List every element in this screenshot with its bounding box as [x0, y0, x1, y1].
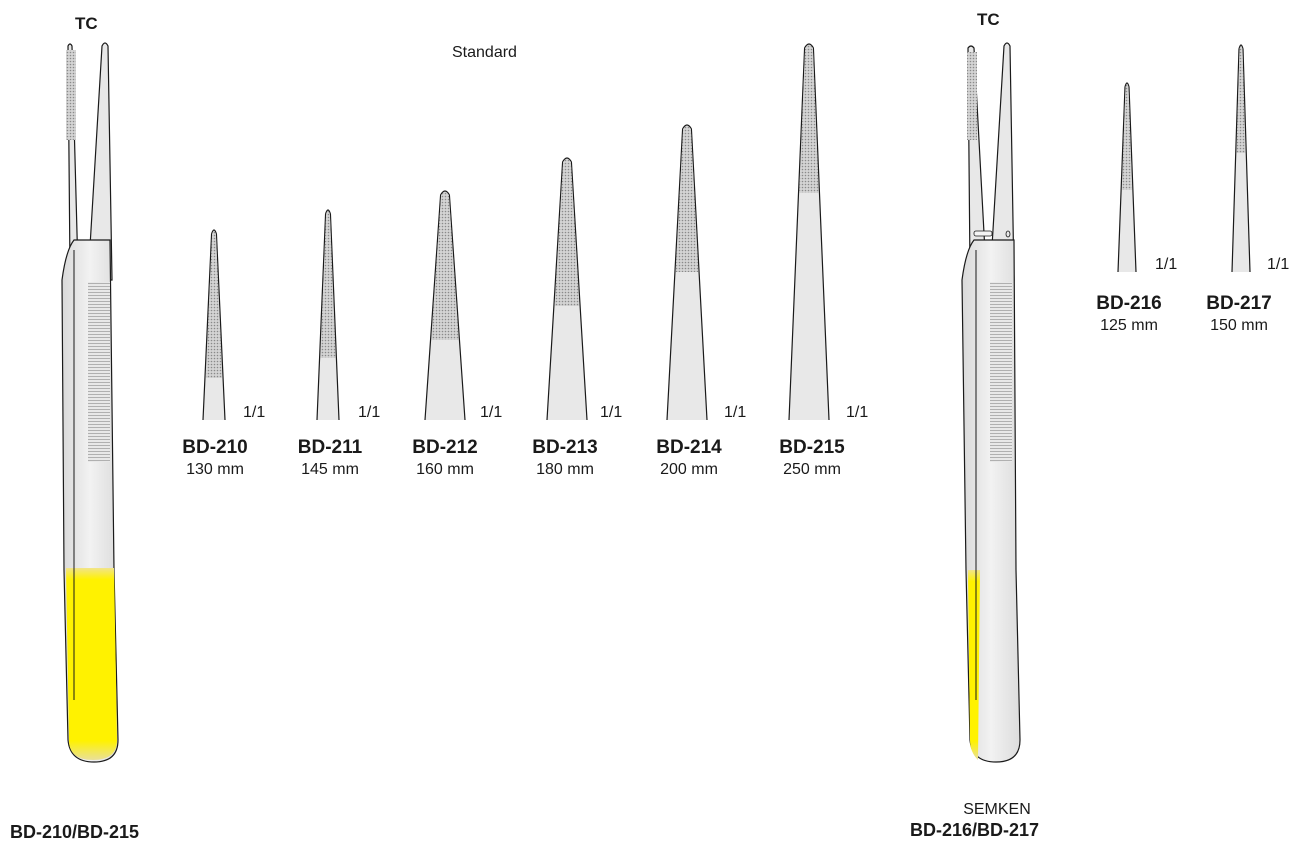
tip-scale-bd-216: 1/1: [1155, 256, 1178, 273]
tip-serration: [1236, 46, 1246, 153]
group-code-right: BD-216/BD-217: [910, 820, 1040, 840]
tip-bd-212: [424, 190, 466, 421]
tip-size-bd-215: 250 mm: [783, 461, 841, 478]
tip-serration: [320, 211, 336, 358]
tip-body: [788, 43, 830, 421]
tip-bd-210: [202, 229, 226, 421]
tip-code-bd-211: BD-211: [297, 437, 363, 458]
tc-label-left: TC: [75, 14, 98, 33]
tip-size-bd-216: 125 mm: [1100, 317, 1158, 334]
tip-serration: [799, 45, 819, 193]
type-label-standard: Standard: [452, 44, 517, 61]
tip-size-bd-217: 150 mm: [1210, 317, 1268, 334]
tip-code-bd-215: BD-215: [779, 437, 845, 458]
tip-size-bd-214: 200 mm: [660, 461, 718, 478]
tip-size-bd-213: 180 mm: [536, 461, 594, 478]
tip-bd-216: [1117, 82, 1137, 273]
tip-scale-bd-214: 1/1: [724, 404, 747, 421]
tip-scale-bd-212: 1/1: [480, 404, 503, 421]
tip-code-bd-217: BD-217: [1206, 293, 1272, 314]
forceps-full-right: [961, 42, 1021, 763]
tip-size-bd-211: 145 mm: [301, 461, 359, 478]
tip-code-bd-213: BD-213: [532, 437, 598, 458]
tip-body: [1231, 44, 1251, 273]
tip-bd-217: [1231, 44, 1251, 273]
tip-code-bd-210: BD-210: [182, 437, 248, 458]
group-code-left: BD-210/BD-215: [10, 822, 140, 842]
tip-code-bd-214: BD-214: [656, 437, 722, 458]
tip-scale-bd-215: 1/1: [846, 404, 869, 421]
tip-scale-bd-213: 1/1: [600, 404, 623, 421]
tip-bd-215: [788, 43, 830, 421]
tip-serration: [205, 231, 223, 378]
tip-scale-bd-217: 1/1: [1267, 256, 1290, 273]
tip-body: [666, 124, 708, 421]
tip-illustrations: [202, 43, 1251, 421]
tip-bd-214: [666, 124, 708, 421]
tip-code-bd-216: BD-216: [1096, 293, 1162, 314]
tip-serration: [554, 159, 580, 306]
tip-serration: [675, 126, 699, 272]
tip-bd-211: [316, 209, 340, 421]
tip-code-bd-212: BD-212: [412, 437, 478, 458]
tip-bd-213: [546, 157, 588, 421]
tip-scale-bd-210: 1/1: [243, 404, 266, 421]
tip-serration: [431, 192, 459, 340]
tip-size-bd-212: 160 mm: [416, 461, 474, 478]
tc-label-right: TC: [977, 10, 1000, 29]
forceps-full-left: [61, 42, 119, 763]
variant-name: SEMKEN: [963, 801, 1031, 818]
tip-scale-bd-211: 1/1: [358, 404, 381, 421]
tip-size-bd-210: 130 mm: [186, 461, 244, 478]
tip-serration: [1122, 84, 1132, 190]
